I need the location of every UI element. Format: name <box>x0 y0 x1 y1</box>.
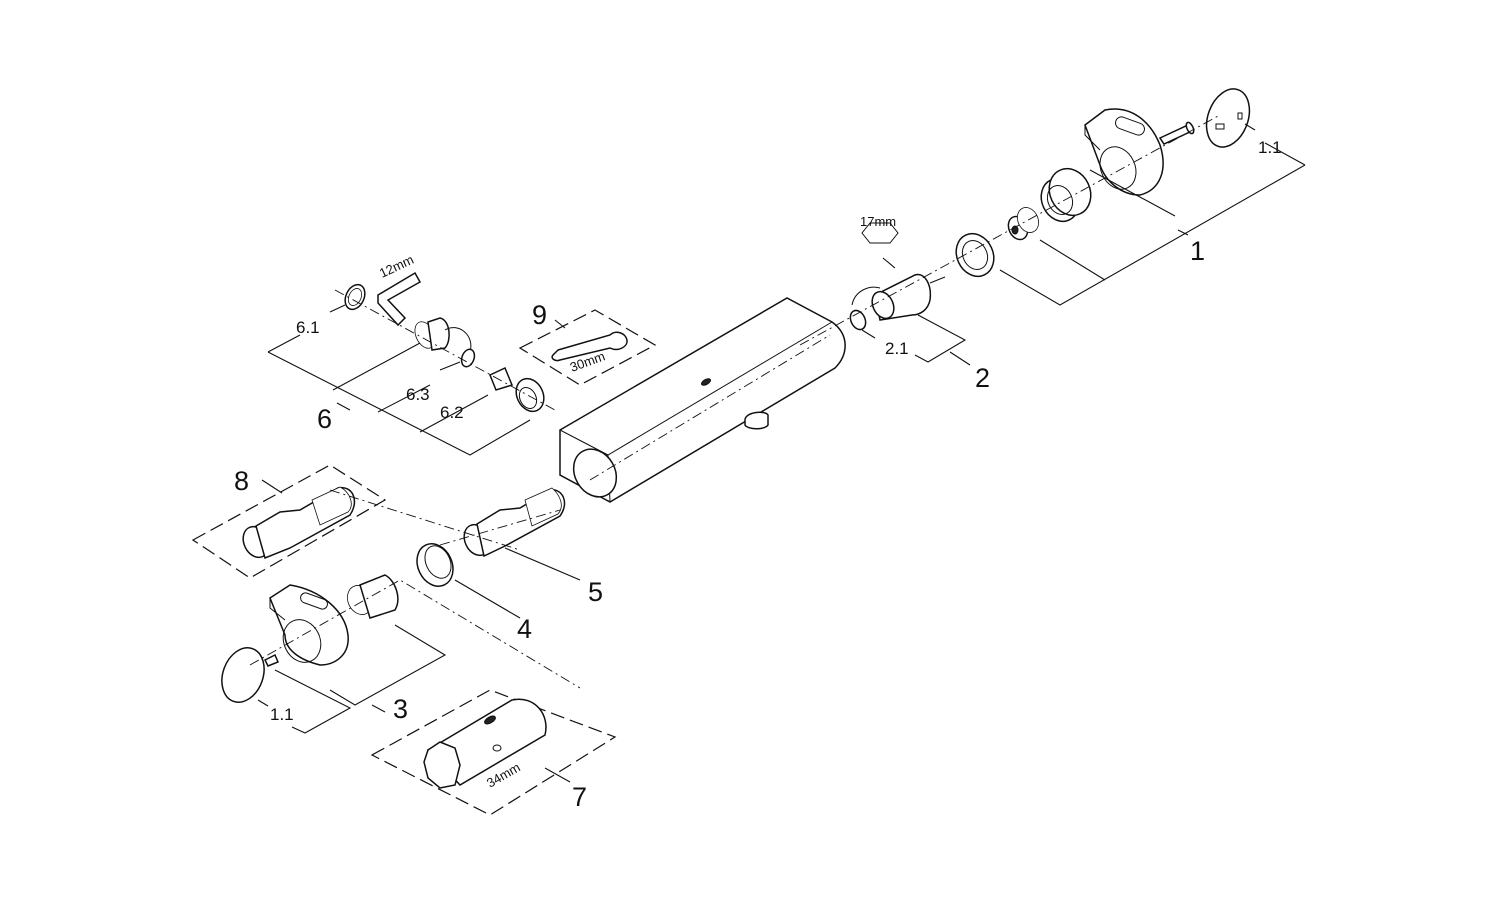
flow-handle-3 <box>269 584 349 666</box>
check-valve-6-3 <box>489 366 514 391</box>
leader-part-2 <box>861 257 971 366</box>
tool-size-17mm: 17mm <box>860 214 896 229</box>
o-ring-6 <box>460 348 476 368</box>
label-part-9: 9 <box>532 300 547 330</box>
wrench-kit-9 <box>518 309 657 386</box>
label-part-2-1: 2.1 <box>885 339 909 358</box>
label-part-6-3: 6.3 <box>406 385 430 404</box>
adapter-ring <box>1040 167 1092 223</box>
label-part-1-1-left: 1.1 <box>270 705 294 724</box>
adapter-3 <box>347 574 399 619</box>
label-part-2: 2 <box>975 363 990 393</box>
label-part-4: 4 <box>517 614 532 644</box>
o-ring-2-1 <box>849 309 867 331</box>
spindle-extension <box>1007 207 1039 241</box>
leader-part-1 <box>999 123 1306 306</box>
label-part-1: 1 <box>1190 236 1205 266</box>
label-part-6: 6 <box>317 404 332 434</box>
label-part-7: 7 <box>572 782 587 812</box>
label-part-1-1-right: 1.1 <box>1258 138 1282 157</box>
threaded-ring-4 <box>416 543 521 619</box>
rotation-arrow-2 <box>851 286 881 306</box>
screw-left <box>263 653 279 667</box>
cap-right <box>1205 88 1251 148</box>
hex-17mm-icon <box>861 222 899 244</box>
label-part-6-2: 6.2 <box>440 403 464 422</box>
union-nut-6-2 <box>515 377 545 413</box>
connection-fitting <box>414 317 472 353</box>
leader-part-6 <box>267 304 531 456</box>
label-part-6-1: 6.1 <box>296 318 320 337</box>
label-part-8: 8 <box>234 466 249 496</box>
stop-ring <box>955 232 995 278</box>
leader-part-3 <box>257 624 447 734</box>
handle-screw <box>1158 121 1195 145</box>
socket-wrench-kit-7 <box>370 689 617 816</box>
temperature-handle <box>1084 108 1164 196</box>
thermostatic-element-8 <box>191 464 387 579</box>
hex-key-12mm <box>377 271 422 327</box>
label-part-3: 3 <box>393 694 408 724</box>
filter-screen-6-1 <box>344 283 366 311</box>
label-part-5: 5 <box>588 577 603 607</box>
mixer-body <box>559 297 846 503</box>
cap-left <box>221 647 265 703</box>
shutoff-cartridge <box>871 273 946 321</box>
thermostatic-cartridge-5 <box>463 487 581 581</box>
